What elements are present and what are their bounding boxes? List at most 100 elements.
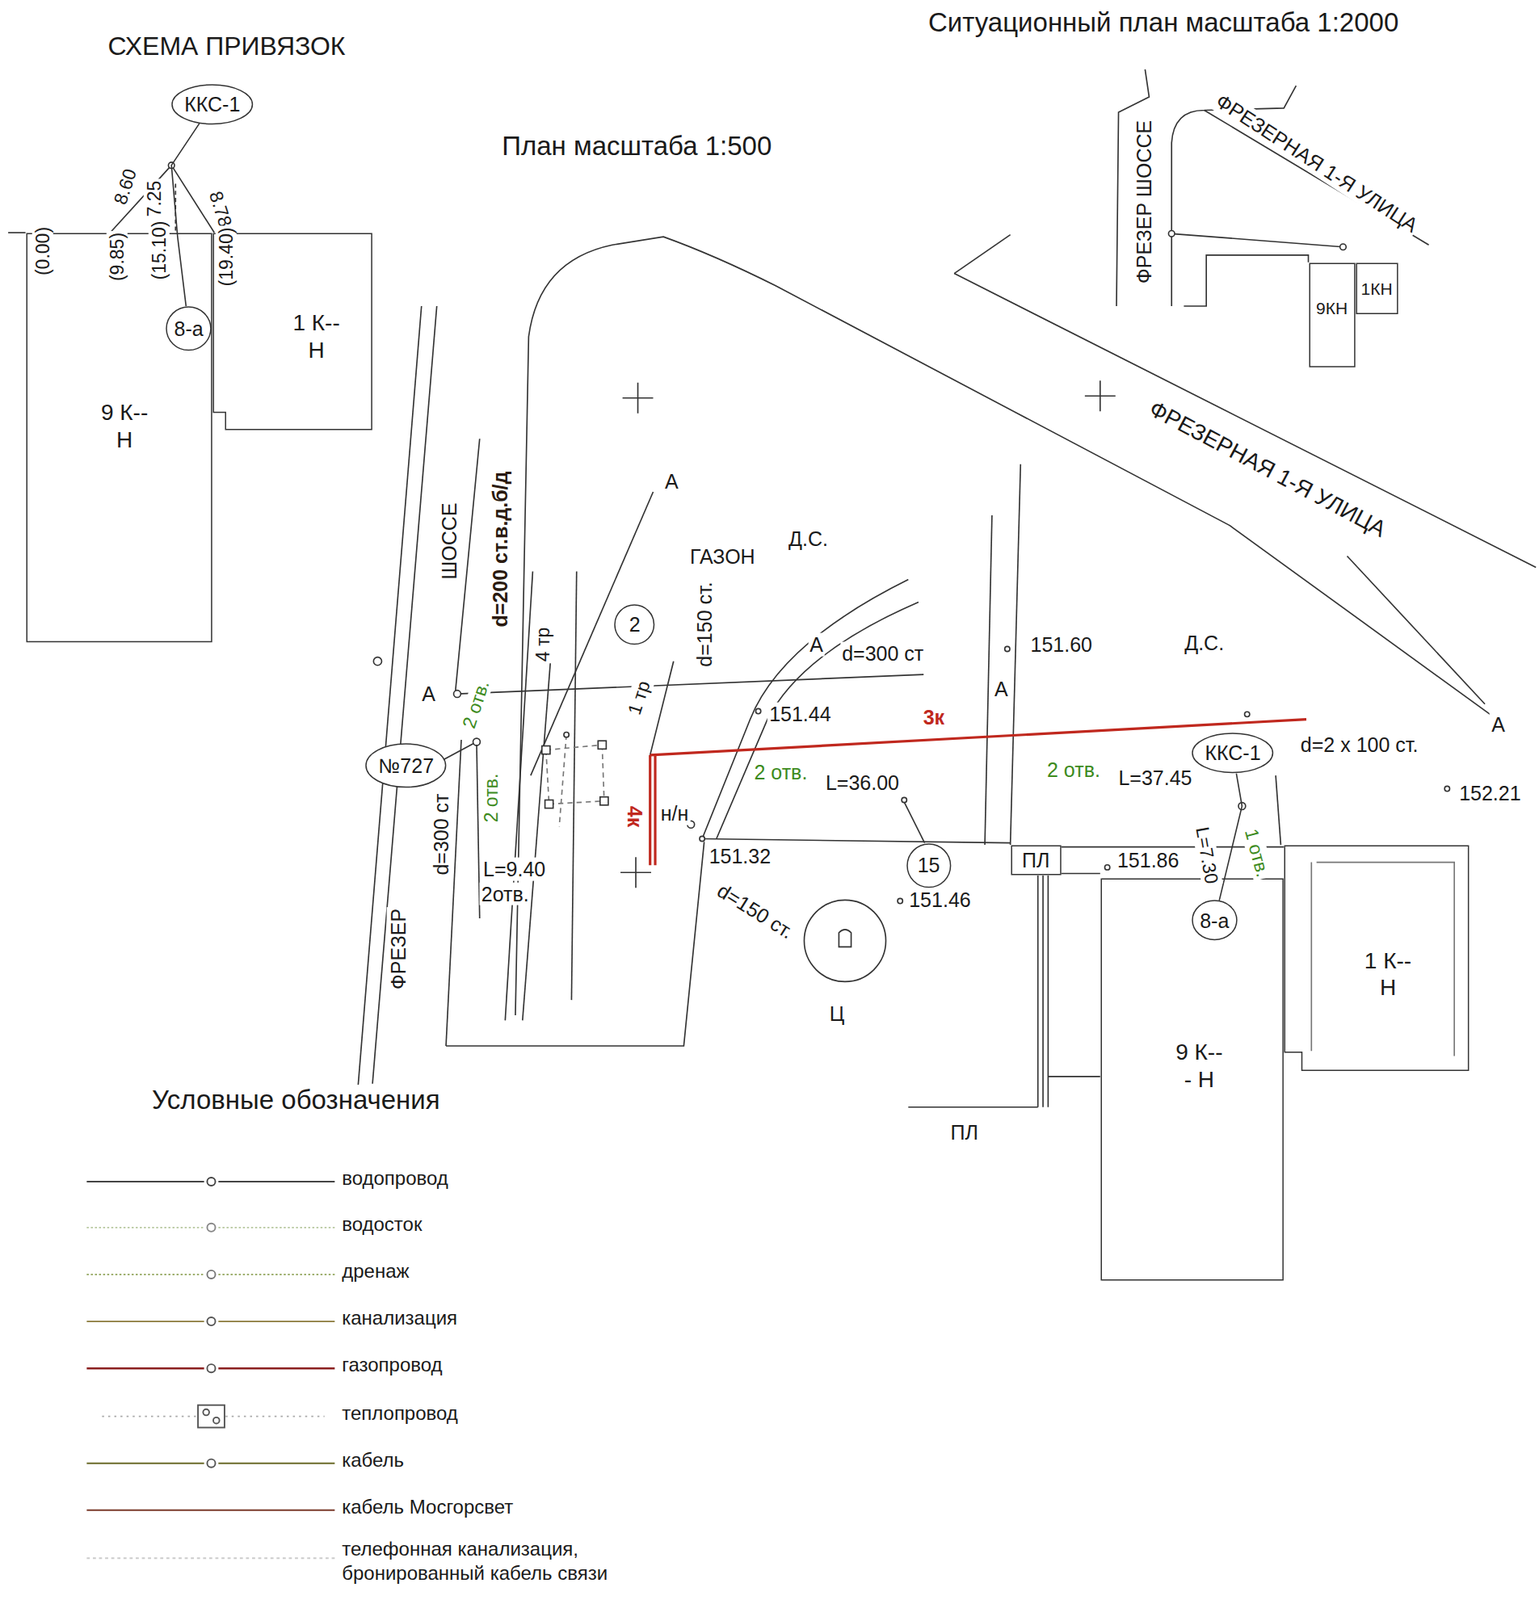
map-circle bbox=[206, 1364, 215, 1373]
map-circle bbox=[454, 690, 462, 699]
map-path bbox=[908, 1076, 1100, 1108]
map-path bbox=[530, 491, 654, 776]
tie-line bbox=[171, 123, 200, 307]
map-annotation: (0.00) bbox=[32, 225, 54, 278]
map-annotation: d=150 ст. bbox=[711, 878, 799, 945]
map-annotation: d=2 х 100 ст. bbox=[1299, 733, 1421, 757]
ellipse-node: 8-а bbox=[165, 306, 212, 352]
ellipse-shape bbox=[1192, 900, 1237, 941]
ellipse-shape bbox=[1192, 733, 1273, 774]
map-path bbox=[716, 601, 919, 839]
map-circle bbox=[1168, 231, 1175, 238]
map-path bbox=[86, 1509, 335, 1512]
building-label: 1 К-- Н bbox=[289, 309, 344, 364]
ellipse-node: 2 bbox=[613, 604, 656, 646]
map-circle bbox=[1104, 865, 1110, 871]
node-label: №727 bbox=[378, 753, 435, 778]
map-path bbox=[8, 231, 26, 234]
map-annotation: L=37.45 bbox=[1116, 765, 1194, 790]
map-annotation: ШОССЕ bbox=[437, 500, 461, 581]
building-label: 9 К--- Н bbox=[1172, 1039, 1227, 1094]
map-annotation: А bbox=[807, 633, 825, 657]
map-annotation: Ц bbox=[828, 1001, 847, 1026]
map-rect bbox=[545, 800, 554, 809]
map-circle bbox=[206, 1459, 215, 1468]
map-circle bbox=[373, 657, 382, 666]
map-path bbox=[1183, 255, 1308, 307]
outline-polygon bbox=[1309, 263, 1355, 367]
map-path bbox=[954, 273, 1536, 568]
map-annotation: d=200 ст.в.д.б/д bbox=[488, 469, 513, 629]
map-circle bbox=[897, 898, 903, 904]
map-annotation: ГАЗОН bbox=[688, 544, 757, 568]
map-annotation: н/н bbox=[659, 802, 691, 826]
map-rect bbox=[542, 746, 551, 755]
map-circle bbox=[206, 1317, 215, 1326]
map-circle bbox=[755, 708, 761, 714]
map-path bbox=[1275, 775, 1281, 846]
map-path bbox=[357, 306, 422, 1098]
map-path bbox=[546, 735, 605, 828]
plan-title: СХЕМА ПРИВЯЗОК bbox=[105, 30, 347, 61]
map-annotation: 4 тр bbox=[532, 626, 554, 665]
map-path bbox=[1010, 464, 1022, 846]
map-annotation: А bbox=[1489, 713, 1507, 737]
map-annotation: ФРЕЗЕРНАЯ 1-Я УЛИЦА bbox=[1210, 88, 1424, 239]
building-label: 9 К-- Н bbox=[97, 399, 152, 454]
map-annotation: ПЛ bbox=[949, 1121, 980, 1145]
legend-entry: кабель bbox=[341, 1448, 698, 1473]
map-annotation: ФРЕЗЕР ШОССЕ bbox=[1132, 118, 1157, 286]
map-path bbox=[571, 571, 577, 1001]
map-annotation: А bbox=[992, 676, 1010, 701]
map-annotation: ФРЕЗЕРНАЯ 1-Я УЛИЦА bbox=[1143, 395, 1392, 544]
map-circle bbox=[206, 1177, 215, 1186]
ellipse-node: ККС-1 bbox=[171, 84, 253, 126]
outline-polygon bbox=[1101, 878, 1283, 1281]
ellipse-node: №727 bbox=[365, 743, 447, 789]
outline-polygon bbox=[1356, 263, 1398, 314]
building-label: 1КН bbox=[1361, 278, 1393, 299]
map-path bbox=[522, 653, 551, 1022]
ellipse-shape bbox=[907, 844, 951, 888]
map-annotation: Условные обозначения bbox=[150, 1084, 442, 1116]
ellipse-shape bbox=[614, 605, 655, 645]
map-annotation: L=9.40 bbox=[481, 857, 547, 882]
map-annotation: Д.С. bbox=[786, 527, 830, 551]
map-annotation: 1 тр bbox=[622, 676, 656, 720]
map-annotation: 8.60 bbox=[109, 164, 142, 210]
map-annotation: 151.44 bbox=[767, 702, 833, 727]
map-annotation: 2 отв. bbox=[752, 761, 809, 785]
map-annotation: d=300 ст bbox=[428, 792, 453, 878]
map-annotation: 152.21 bbox=[1457, 781, 1523, 805]
building-outline: ПЛ bbox=[1010, 845, 1062, 876]
legend-entry: кабель Мосгорсвет bbox=[341, 1495, 698, 1520]
map-annotation: План масштаба 1:500 bbox=[500, 130, 774, 162]
legend-entry: телефонная канализация, бронированный ка… bbox=[341, 1537, 698, 1586]
map-annotation: Ситуационный план масштаба 1:2000 bbox=[926, 7, 1401, 38]
map-annotation: 151.32 bbox=[707, 845, 773, 869]
map-path bbox=[457, 674, 924, 694]
map-annotation: 151.60 bbox=[1029, 633, 1094, 657]
building-label: ПЛ bbox=[1021, 848, 1050, 873]
map-circle bbox=[213, 1417, 220, 1425]
map-annotation: 151.46 bbox=[907, 888, 972, 913]
ellipse-node: 8-а bbox=[1191, 899, 1238, 942]
node-label: 8-а bbox=[174, 316, 204, 341]
map-annotation: (15.10) bbox=[148, 218, 170, 282]
legend-entry: дренаж bbox=[341, 1259, 698, 1284]
map-annotation: Д.С. bbox=[1182, 631, 1226, 656]
map-circle bbox=[699, 836, 705, 841]
map-rect bbox=[600, 797, 609, 806]
map-circle bbox=[202, 1409, 210, 1417]
edge-dimension: L=7.30 bbox=[1191, 823, 1224, 887]
building-label: 1 К-- Н bbox=[1360, 947, 1415, 1002]
map-path bbox=[372, 306, 438, 1085]
map-annotation: d=300 ст bbox=[840, 641, 926, 665]
map-path bbox=[984, 515, 993, 846]
map-path bbox=[504, 571, 533, 1022]
outline-polygon bbox=[1011, 845, 1061, 875]
map-circle bbox=[1340, 243, 1347, 251]
building-outline: 9КН bbox=[1308, 262, 1356, 368]
map-circle bbox=[473, 738, 481, 746]
building-outline: 9 К-- Н 8-а bbox=[25, 232, 213, 644]
